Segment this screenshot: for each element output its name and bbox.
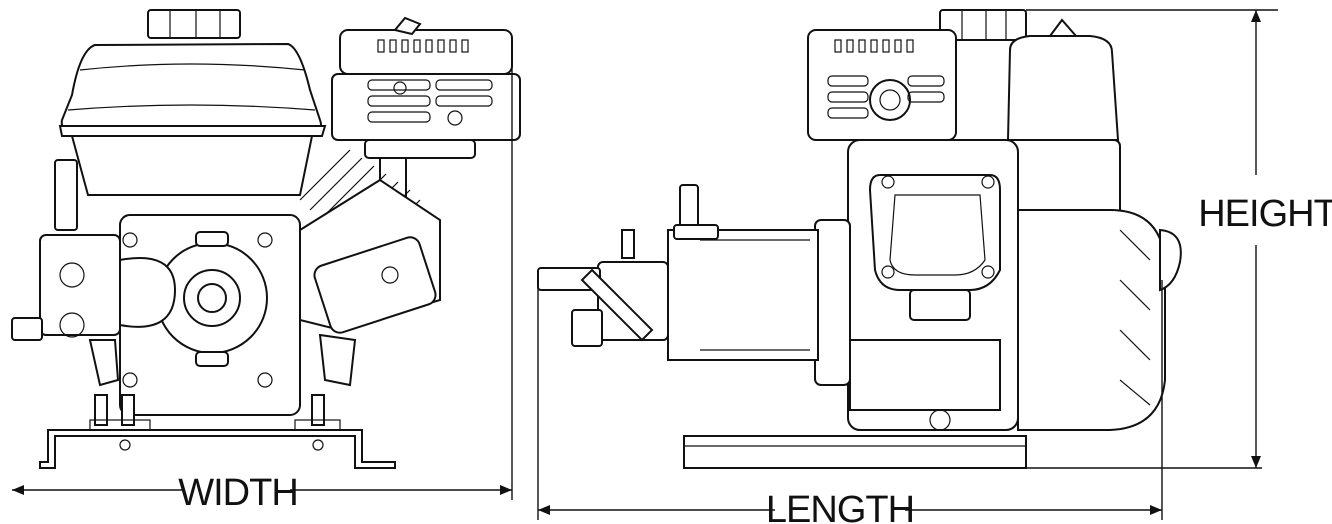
side-view-engine <box>537 9 1182 469</box>
width-label: WIDTH <box>178 472 298 514</box>
vent-slots-side <box>834 39 914 53</box>
height-label: HEIGHT <box>1198 193 1332 235</box>
height-dimension: HEIGHT <box>1026 9 1332 469</box>
width-dimension: WIDTH <box>12 40 513 514</box>
length-dimension: LENGTH <box>537 280 1163 524</box>
front-view-engine <box>11 9 521 469</box>
length-label: LENGTH <box>766 489 914 524</box>
vent-slots <box>377 39 469 53</box>
